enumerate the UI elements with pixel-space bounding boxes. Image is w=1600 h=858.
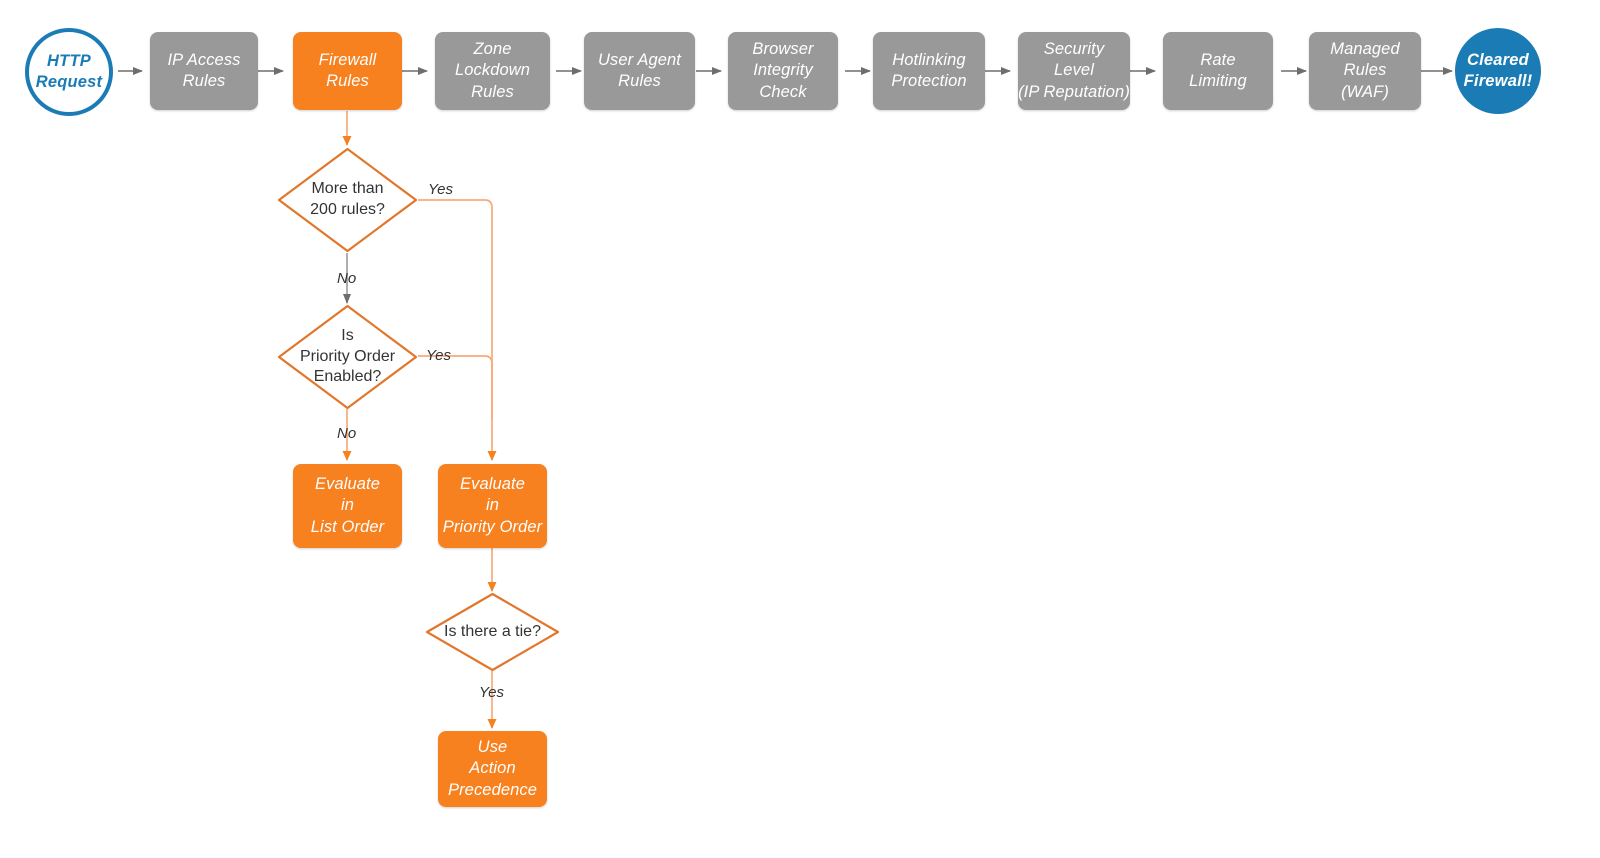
node-security-level[interactable]: Security Level (IP Reputation): [1018, 32, 1130, 110]
edge-label-more-than-200-no: No: [337, 270, 357, 287]
edge-label-tie-yes: Yes: [479, 684, 505, 701]
node-http-request[interactable]: HTTP Request: [25, 28, 113, 116]
node-rate-limiting-label: Rate Limiting: [1189, 50, 1247, 90]
node-hotlinking-protection[interactable]: Hotlinking Protection: [873, 32, 985, 110]
diamond-shape: [277, 304, 418, 410]
node-ip-access-rules-label: IP Access Rules: [167, 50, 241, 90]
node-hotlinking-protection-label: Hotlinking Protection: [891, 50, 967, 90]
node-evaluate-in-list-order[interactable]: Evaluate in List Order: [293, 464, 402, 548]
diamond-shape: [277, 147, 418, 253]
node-zone-lockdown-rules-label: Zone Lockdown Rules: [454, 40, 531, 101]
node-is-priority-order-enabled[interactable]: Is Priority Order Enabled?: [277, 304, 418, 410]
node-browser-integrity-check-label: Browser Integrity Check: [752, 40, 814, 101]
node-security-level-label: Security Level (IP Reputation): [1018, 40, 1130, 101]
node-more-than-200-rules[interactable]: More than 200 rules?: [277, 147, 418, 253]
node-use-action-precedence[interactable]: Use Action Precedence: [438, 731, 547, 807]
node-evaluate-in-priority-order-label: Evaluate in Priority Order: [442, 475, 543, 536]
node-evaluate-in-priority-order[interactable]: Evaluate in Priority Order: [438, 464, 547, 548]
edge-label-priority-order-no: No: [337, 425, 357, 442]
node-managed-rules-waf-label: Managed Rules (WAF): [1330, 40, 1400, 101]
node-evaluate-in-list-order-label: Evaluate in List Order: [310, 475, 385, 536]
edge-label-more-than-200-yes: Yes: [428, 181, 454, 198]
node-rate-limiting[interactable]: Rate Limiting: [1163, 32, 1273, 110]
node-firewall-rules-label: Firewall Rules: [318, 50, 377, 90]
node-cleared-firewall-label: Cleared Firewall!: [1463, 50, 1533, 90]
diamond-shape: [425, 592, 560, 672]
node-is-there-a-tie[interactable]: Is there a tie?: [425, 592, 560, 672]
node-firewall-rules[interactable]: Firewall Rules: [293, 32, 402, 110]
edge-label-priority-order-yes: Yes: [426, 347, 452, 364]
node-user-agent-rules-label: User Agent Rules: [598, 50, 681, 90]
node-ip-access-rules[interactable]: IP Access Rules: [150, 32, 258, 110]
node-cleared-firewall[interactable]: Cleared Firewall!: [1455, 28, 1541, 114]
node-zone-lockdown-rules[interactable]: Zone Lockdown Rules: [435, 32, 550, 110]
node-user-agent-rules[interactable]: User Agent Rules: [584, 32, 695, 110]
node-http-request-label: HTTP Request: [35, 51, 103, 91]
node-managed-rules-waf[interactable]: Managed Rules (WAF): [1309, 32, 1421, 110]
node-use-action-precedence-label: Use Action Precedence: [447, 738, 538, 799]
node-browser-integrity-check[interactable]: Browser Integrity Check: [728, 32, 838, 110]
